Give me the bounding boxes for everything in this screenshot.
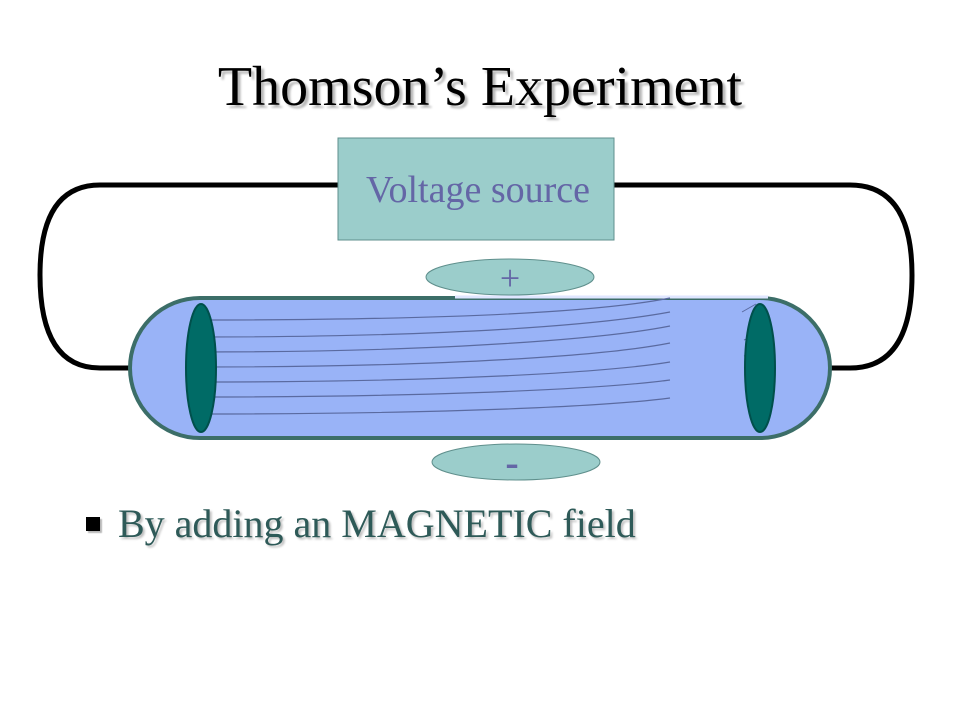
beam-line (199, 342, 671, 368)
right-wire (614, 182, 915, 371)
anode-electrode (744, 303, 776, 433)
positive-plate-label: + (500, 258, 520, 298)
beam-line (199, 325, 671, 353)
positive-plate (425, 258, 595, 296)
beam-line (199, 397, 671, 415)
slide-title: Thomson’s Experiment (217, 56, 743, 118)
voltage-source-label: Voltage source (366, 169, 590, 211)
beam-line (199, 311, 671, 338)
square-bullet-icon (86, 517, 100, 531)
negative-plate (431, 443, 601, 481)
beam-line (199, 297, 671, 321)
beam-line (199, 379, 671, 398)
bullet-text: By adding an MAGNETIC field (118, 501, 636, 546)
electron-beam (199, 297, 671, 415)
bullet-item: By adding an MAGNETIC field (86, 498, 636, 550)
circuit-wires (37, 182, 915, 371)
voltage-source-box (337, 137, 615, 241)
tube-body (128, 296, 832, 440)
beam-line (199, 361, 671, 383)
cathode-electrode (185, 303, 217, 433)
left-wire (37, 182, 338, 371)
negative-plate-label: - (505, 440, 518, 485)
